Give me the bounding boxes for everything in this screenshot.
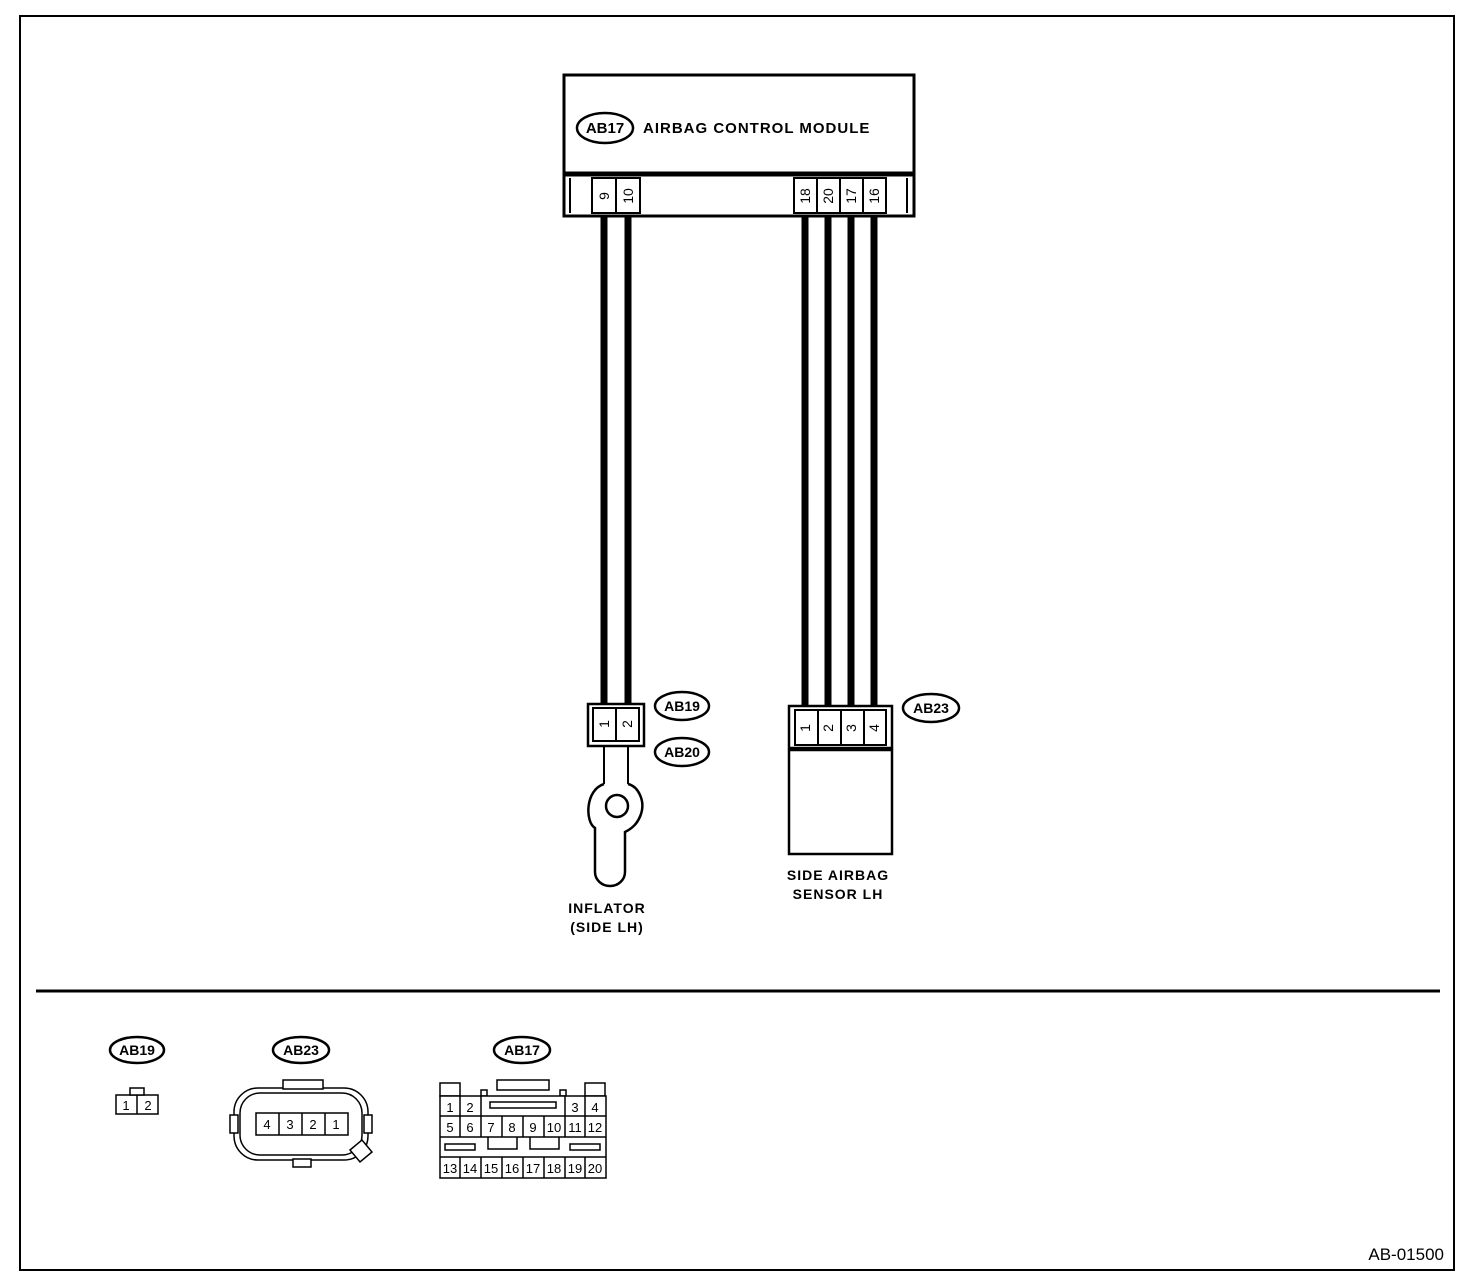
legend-ab17-pin: 19 (568, 1161, 582, 1176)
inflator-pin: 2 (619, 720, 635, 728)
inflator-terminal-code: AB20 (664, 744, 700, 760)
legend-ab17-pin: 11 (568, 1120, 582, 1135)
module-code-oval (575, 111, 635, 145)
legend-ab17-pin: 8 (508, 1120, 515, 1135)
legend-ab17-pin: 2 (466, 1100, 473, 1115)
legend-ab19-pin: 1 (122, 1098, 129, 1113)
legend-ab17-pin: 3 (571, 1100, 578, 1115)
legend-ab17-code: AB17 (504, 1042, 540, 1058)
legend-ab17-pin: 15 (484, 1161, 498, 1176)
inflator-connector-code: AB19 (664, 698, 700, 714)
legend-ab17-pin: 12 (588, 1120, 602, 1135)
sensor-label-line2: SENSOR LH (793, 886, 884, 902)
module-name: AIRBAG CONTROL MODULE (643, 120, 870, 137)
figure-id: AB-01500 (1368, 1245, 1444, 1264)
legend-ab17-pin: 4 (591, 1100, 598, 1115)
module-pin: 18 (797, 188, 813, 204)
legend-ab23-oval (271, 1035, 331, 1065)
legend-ab23-pin: 4 (263, 1117, 270, 1132)
inflator-code-oval (653, 690, 711, 722)
sensor-connector-code: AB23 (913, 700, 949, 716)
sensor-pin: 2 (820, 724, 836, 732)
inflator-label-line2: (SIDE LH) (570, 919, 644, 935)
airbag-control-module: AB17 AIRBAG CONTROL MODULE 9 10 18 20 17… (562, 73, 916, 218)
module-pin: 10 (620, 188, 636, 204)
legend-ab17-pin: 17 (526, 1161, 540, 1176)
inflator-code-oval (653, 736, 711, 768)
legend-ab19-oval (108, 1035, 166, 1065)
inflator-side-lh: 1 2 AB19 AB20 INFLATOR (SIDE LH) (568, 690, 711, 935)
legend-ab23: AB23 4 3 2 1 (229, 1035, 374, 1168)
inflator-pin: 1 (596, 720, 612, 728)
legend-ab23-pin: 1 (332, 1117, 339, 1132)
legend-ab17-pin: 6 (466, 1120, 473, 1135)
module-pin: 17 (843, 188, 859, 204)
sensor-body (787, 748, 894, 856)
inflator-label-line1: INFLATOR (568, 900, 645, 916)
legend-ab17-pin: 9 (529, 1120, 536, 1135)
sensor-label-line1: SIDE AIRBAG (787, 867, 889, 883)
inflator-body (587, 782, 644, 888)
inflator-hole (604, 793, 630, 819)
module-code: AB17 (586, 120, 624, 137)
legend-ab17-pin: 5 (446, 1120, 453, 1135)
harness-wires (600, 216, 878, 708)
legend-ab23-pin: 3 (286, 1117, 293, 1132)
legend-ab17: AB17 (439, 1035, 607, 1179)
legend-ab17-pin: 14 (463, 1161, 477, 1176)
legend-ab23-code: AB23 (283, 1042, 319, 1058)
legend-ab19-code: AB19 (119, 1042, 155, 1058)
module-body (562, 73, 916, 175)
legend-ab17-pin: 10 (547, 1120, 561, 1135)
sensor-pin: 1 (797, 724, 813, 732)
module-pin: 20 (820, 188, 836, 204)
legend-ab23-pin: 2 (309, 1117, 316, 1132)
legend-ab17-pin: 13 (443, 1161, 457, 1176)
legend-ab17-pin: 20 (588, 1161, 602, 1176)
legend-ab17-oval (492, 1035, 552, 1065)
legend-ab19-pin: 2 (144, 1098, 151, 1113)
sensor-pin: 3 (843, 724, 859, 732)
legend-ab17-pin: 1 (446, 1100, 453, 1115)
side-airbag-sensor-lh: 1 2 3 4 AB23 SIDE AIRBAG SENSOR LH (787, 692, 961, 902)
module-pin: 9 (596, 192, 612, 200)
sensor-code-oval (901, 692, 961, 724)
module-pin: 16 (866, 188, 882, 204)
legend-ab17-pin: 18 (547, 1161, 561, 1176)
legend-ab17-pin: 7 (487, 1120, 494, 1135)
outer-frame (19, 15, 1455, 1271)
sensor-pin: 4 (866, 724, 882, 732)
legend-ab19: AB19 1 2 (108, 1035, 166, 1115)
legend-ab17-pin: 16 (505, 1161, 519, 1176)
